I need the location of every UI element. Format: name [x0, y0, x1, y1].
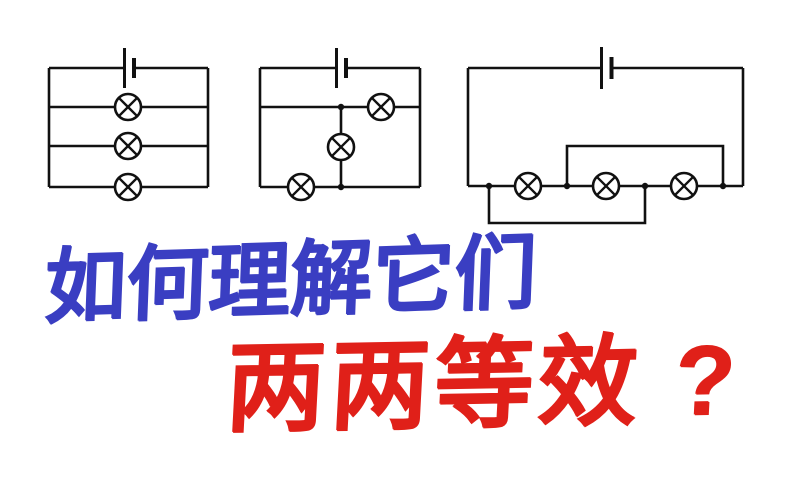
wire-frame	[258, 66, 422, 189]
lamp-icon	[669, 171, 699, 201]
question-line-1: 如何理解它们	[42, 227, 538, 334]
junction-dot	[337, 183, 345, 191]
lamp-icon	[113, 92, 143, 122]
battery-icon	[600, 47, 614, 89]
lamp-icon	[366, 92, 396, 122]
lamp-icon	[591, 171, 621, 201]
wire-frame	[47, 66, 210, 189]
circuit-1	[47, 48, 210, 202]
question-line-2: 两两等效 ?	[223, 323, 743, 444]
circuit-2	[258, 48, 422, 202]
junction-dot	[719, 182, 727, 190]
lamp-icon	[286, 172, 316, 202]
junction-dot	[641, 182, 649, 190]
lamp-icon	[326, 132, 356, 162]
circuit-3	[466, 47, 745, 225]
junction-dot	[563, 182, 571, 190]
battery-icon	[123, 48, 136, 88]
lamp-icon	[113, 131, 143, 161]
lamp-icon	[513, 171, 543, 201]
junction-dot	[485, 182, 493, 190]
junction-dot	[337, 103, 345, 111]
battery-icon	[335, 48, 348, 88]
circuit-diagrams	[47, 47, 745, 225]
lamp-icon	[113, 172, 143, 202]
